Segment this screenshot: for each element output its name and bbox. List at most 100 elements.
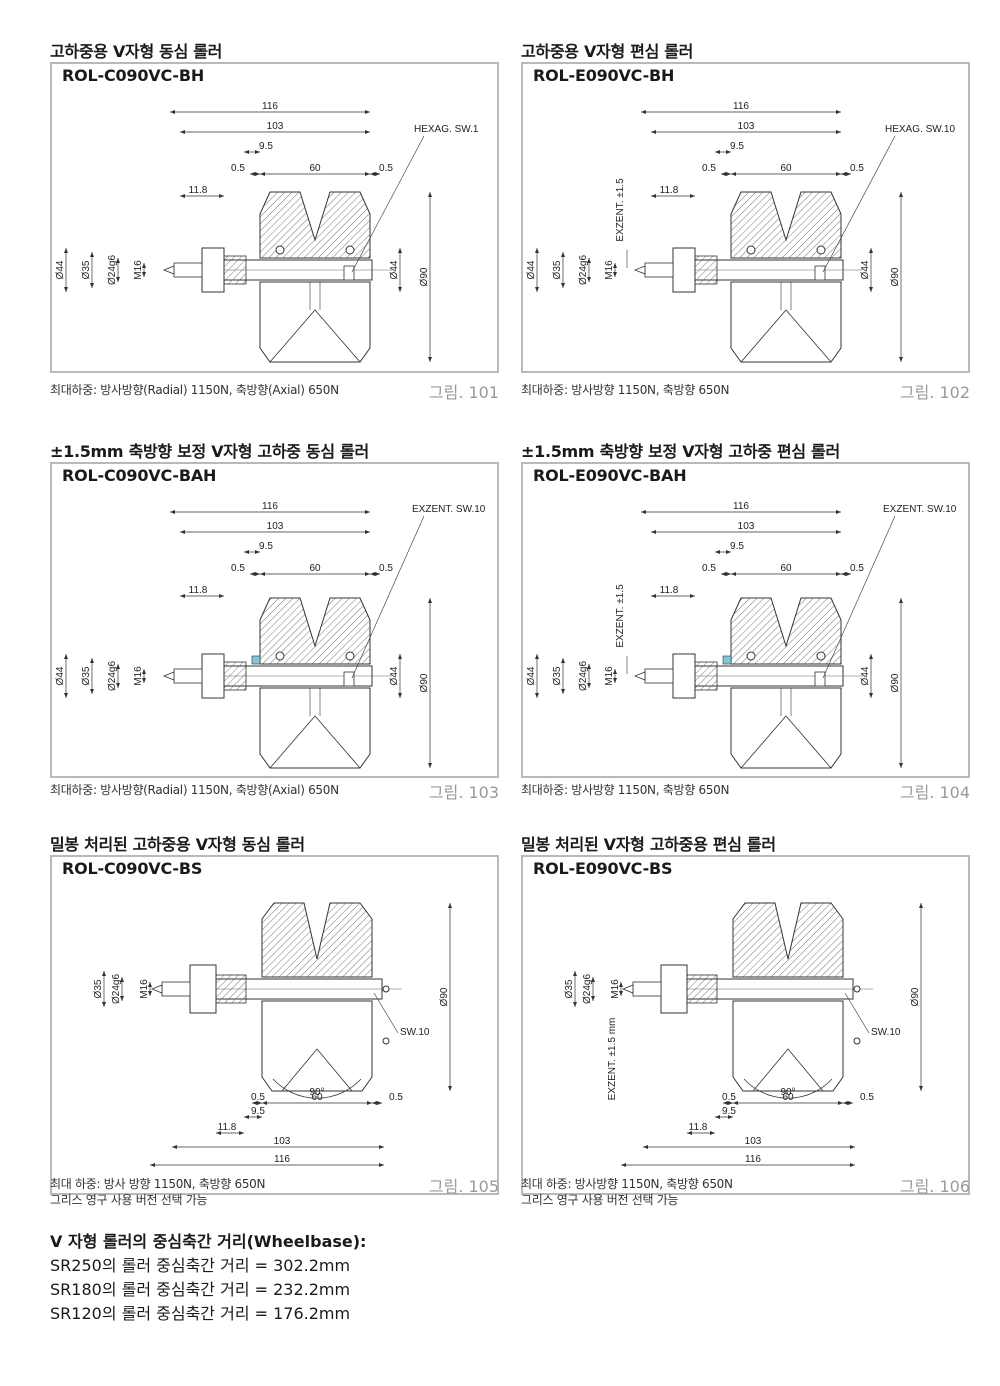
dim-103-label: 103 [274,1136,291,1147]
dim-m16-label: M16 [604,260,615,280]
dim-o90-arrow [428,192,432,197]
dim-o44-left-label: Ø44 [526,260,537,279]
dim-60-label: 60 [780,163,792,174]
model-code: ROL-C090VC-BAH [62,466,217,485]
dim-0-5-left-label: 0.5 [231,563,245,574]
dim-o24g6-label: Ø24g6 [578,255,589,285]
dim-o44-right-label: Ø44 [860,666,871,685]
dim-o90-label: Ø90 [910,987,921,1006]
dim-o24g6-label: Ø24g6 [107,661,118,691]
bearing-ball [746,651,756,661]
dim-103-label: 103 [738,121,755,132]
dim-o44-right-label: Ø44 [860,260,871,279]
dim-11-8-label: 11.8 [189,585,208,596]
dim-60-arrow [731,172,736,176]
model-code: ROL-E090VC-BAH [533,466,687,485]
dim-o35-arrow [90,658,94,663]
dim-0-5-left-arrow [723,1101,728,1105]
hex-socket [343,265,355,281]
wheelbase-sr120: SR120의 롤러 중심축간 거리 = 176.2mm [50,1304,351,1323]
bearing-ball [275,245,285,255]
dim-9-5-arrow [715,550,720,554]
figure-number: 그림. 104 [899,783,970,802]
dim-0-5-right-arrow [848,1101,853,1105]
dim-o24g6-arrow [587,664,591,669]
washer [215,974,247,1004]
dim-116-label: 116 [745,1154,761,1165]
dim-116-arrow [170,110,175,114]
dim-0-5-right-arrow [843,1101,848,1105]
dim-9-5-arrow [255,150,260,154]
dim-o90-arrow [899,598,903,603]
dim-11-8-label: 11.8 [218,1122,237,1133]
dim-0-5-left-arrow [252,1101,257,1105]
dim-m16-label: M16 [139,979,150,999]
bearing-ball [746,245,756,255]
grease-nipple [150,984,163,994]
dim-o35-label: Ø35 [564,979,575,998]
angle-arc [743,1078,833,1099]
dim-o35-arrow [561,252,565,257]
lube-port [382,1037,390,1045]
dim-103-label: 103 [738,521,755,532]
dim-m16-arrow [613,272,617,277]
hex-callout: SW.10 [871,1027,901,1038]
dim-0-5-right-label: 0.5 [850,563,864,574]
hex-callout: HEXAG. SW.1 [414,124,479,135]
dim-116-arrow [641,510,646,514]
dim-o24g6-label: Ø24g6 [111,974,122,1004]
model-code: ROL-E090VC-BS [533,859,673,878]
angle-arc [272,1078,362,1099]
dim-9-5-label: 9.5 [259,141,273,152]
dim-o44-right-arrow [869,693,873,698]
dim-o35-arrow [90,689,94,694]
dim-o24g6-label: Ø24g6 [107,255,118,285]
dim-o24g6-arrow [587,258,591,263]
figure-number: 그림. 105 [428,1177,499,1196]
dim-0-5-left-label: 0.5 [251,1092,265,1103]
dim-0-5-right-label: 0.5 [850,163,864,174]
thread-stud [644,668,674,684]
dim-0-5-right-label: 0.5 [860,1092,874,1103]
section-title: ±1.5mm 축방향 보정 V자형 고하중 편심 롤러 [521,442,840,461]
dim-m16-arrow [619,991,623,996]
dim-103-arrow [836,130,841,134]
dim-o35-label: Ø35 [93,979,104,998]
dim-o24g6-arrow [120,996,124,1001]
dim-o90-arrow [448,903,452,908]
hex-nut [672,653,696,699]
caption-line: 최대 하중: 방사 방향 1150N, 축방향 650N [50,1177,266,1191]
hex-nut [201,247,225,293]
dim-m16-arrow [148,991,152,996]
dim-o44-left-label: Ø44 [526,666,537,685]
dim-60-arrow [260,172,265,176]
grease-nipple [633,671,646,681]
dim-o24g6-arrow [587,277,591,282]
dim-m16-arrow [619,982,623,987]
dim-9-5-label: 9.5 [251,1106,265,1117]
model-code: ROL-E090VC-BH [533,66,675,85]
dim-m16-label: M16 [133,666,144,686]
angle-label: 90° [309,1087,324,1098]
dim-o44-right-arrow [869,248,873,253]
dim-m16-arrow [142,678,146,683]
dim-60-label: 60 [780,563,792,574]
dim-11-8-arrow [651,194,656,198]
dim-11-8-label: 11.8 [189,185,208,196]
load-caption: 최대 하중: 방사 방향 1150N, 축방향 650N 그리스 영구 사용 버전… [50,1176,265,1208]
caption-line: 그리스 영구 사용 버전 선택 가능 [50,1193,208,1207]
grease-nipple [162,671,175,681]
caption-line: 최대하중: 방사방향 1150N, 축방향 650N [521,383,730,397]
dim-o35-label: Ø35 [552,260,563,279]
dim-o35-arrow [90,252,94,257]
dim-116-label: 116 [262,501,278,512]
dim-11-8-label: 11.8 [660,185,679,196]
hex-callout: SW.10 [400,1027,430,1038]
dim-103-arrow [850,1145,855,1149]
dim-m16-arrow [613,263,617,268]
grease-nipple [633,265,646,275]
dim-0-5-left-arrow [721,172,726,176]
